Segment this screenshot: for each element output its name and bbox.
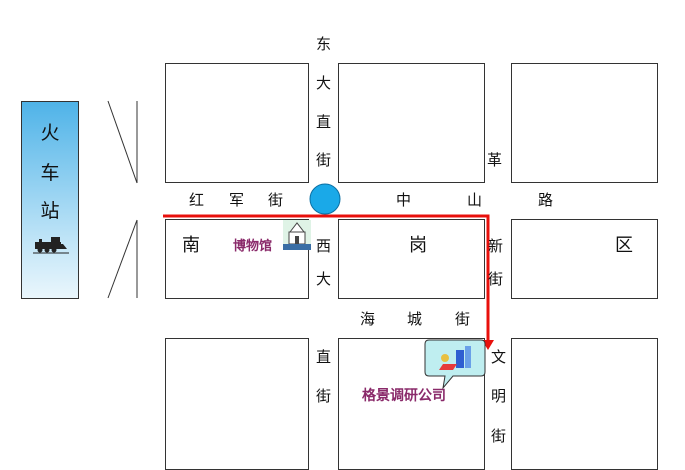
train-icon — [33, 237, 69, 254]
street-dongdazhi-1: 东 — [316, 35, 332, 53]
street-hongjun-3: 街 — [268, 191, 284, 209]
street-wenming-1: 文 — [491, 348, 507, 366]
company-icon — [424, 339, 486, 390]
street-xida-2: 大 — [316, 270, 332, 288]
station-char-2: 车 — [40, 162, 60, 184]
block-center-right — [511, 219, 658, 299]
block-south-left — [165, 338, 309, 470]
street-zhijie-1: 直 — [316, 348, 332, 366]
block-north-middle — [338, 63, 485, 183]
roundabout — [309, 183, 341, 215]
street-wenming-2: 明 — [491, 387, 507, 405]
block-center-middle — [338, 219, 485, 299]
block-south-right — [511, 338, 658, 470]
street-haicheng-3: 街 — [455, 310, 471, 328]
street-ge: 革 — [487, 151, 503, 169]
street-zhongshan-2: 山 — [467, 191, 483, 209]
street-dongdazhi-4: 街 — [316, 151, 332, 169]
diagonal-line-lower — [107, 219, 138, 299]
street-xinjie-1: 新 — [488, 237, 504, 255]
station-char-1: 火 — [40, 122, 60, 144]
museum-label: 博物馆 — [233, 239, 273, 254]
block-north-right — [511, 63, 658, 183]
street-dongdazhi-2: 大 — [316, 74, 332, 92]
diagonal-line-upper — [107, 100, 138, 184]
company-label: 格景调研公司 — [362, 388, 446, 404]
museum-icon — [283, 220, 311, 250]
train-station: 火 车 站 — [21, 101, 79, 299]
street-dongdazhi-3: 直 — [316, 113, 332, 131]
station-char-3: 站 — [40, 200, 60, 222]
district-qu: 区 — [615, 235, 633, 256]
street-haicheng-1: 海 — [360, 310, 376, 328]
street-zhongshan-3: 路 — [538, 191, 554, 209]
district-nan: 南 — [182, 235, 200, 256]
street-wenming-3: 街 — [491, 427, 507, 445]
street-zhongshan-1: 中 — [396, 191, 412, 209]
street-xida-1: 西 — [316, 237, 332, 255]
route-line — [163, 214, 490, 342]
street-haicheng-2: 城 — [407, 310, 423, 328]
block-north-left — [165, 63, 309, 183]
street-zhijie-2: 街 — [316, 387, 332, 405]
street-xinjie-2: 街 — [488, 270, 504, 288]
district-gang: 岗 — [409, 235, 427, 256]
street-hongjun-2: 军 — [229, 191, 245, 209]
street-hongjun-1: 红 — [189, 191, 205, 209]
